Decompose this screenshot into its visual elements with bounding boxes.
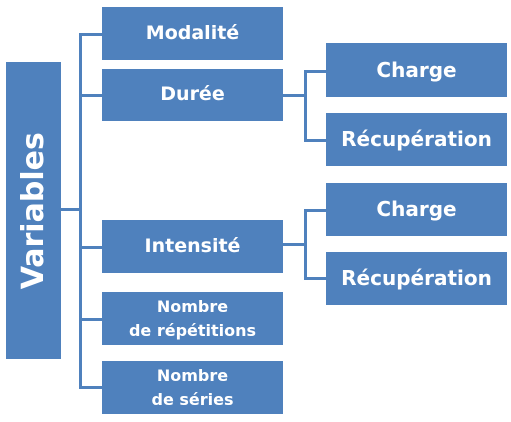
modalite-branch <box>79 33 102 36</box>
intensite-recuperation-branch <box>304 277 326 280</box>
node-modalite: Modalité <box>102 7 283 60</box>
intensite-children-vertical <box>304 209 307 279</box>
node-intensite-charge: Charge <box>326 183 507 236</box>
duree-branch <box>79 94 102 97</box>
intensite-out-connector <box>283 243 305 246</box>
level1-vertical-connector <box>79 33 82 388</box>
duree-children-vertical <box>304 70 307 141</box>
root-node-variables: Variables <box>6 62 61 359</box>
node-duree-charge: Charge <box>326 43 507 97</box>
duree-out-connector <box>283 94 305 97</box>
intensite-charge-branch <box>304 209 326 212</box>
node-intensite-recuperation: Récupération <box>326 252 507 305</box>
node-duree: Durée <box>102 69 283 121</box>
intensite-branch <box>79 246 102 249</box>
nombre-series-branch <box>79 386 102 389</box>
duree-charge-branch <box>304 70 326 73</box>
nombre-repetitions-branch <box>79 318 102 321</box>
root-connector <box>61 208 81 211</box>
node-nombre-series: Nombre de séries <box>102 361 283 414</box>
node-intensite: Intensité <box>102 220 283 273</box>
node-duree-recuperation: Récupération <box>326 113 507 166</box>
root-label: Variables <box>15 131 51 290</box>
duree-recuperation-branch <box>304 139 326 142</box>
node-nombre-repetitions: Nombre de répétitions <box>102 292 283 345</box>
